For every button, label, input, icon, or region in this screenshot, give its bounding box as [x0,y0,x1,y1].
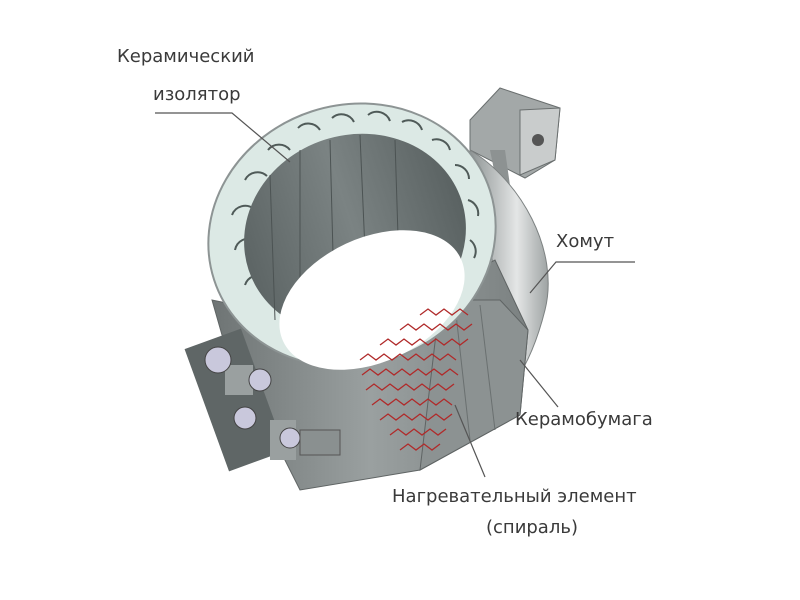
leader-ceramic-paper [519,359,559,408]
label-ceramic-insulator-line2: изолятор [153,84,241,105]
label-heating-element-line2: (спираль) [486,517,578,538]
heater-opening [279,230,465,370]
leader-heating-element [454,404,486,478]
label-heating-element-line1: Нагревательный элемент [392,486,637,507]
leader-ceramic-insulator [155,112,291,163]
heating-spiral [359,308,473,451]
clamp-bolts [184,328,341,472]
label-ceramic-paper: Керамобумага [515,409,653,430]
terminal-box [469,87,561,200]
label-clamp: Хомут [556,231,615,252]
leader-lines [155,112,635,478]
label-ceramic-insulator-line1: Керамический [117,46,255,67]
leader-clamp [529,261,635,294]
